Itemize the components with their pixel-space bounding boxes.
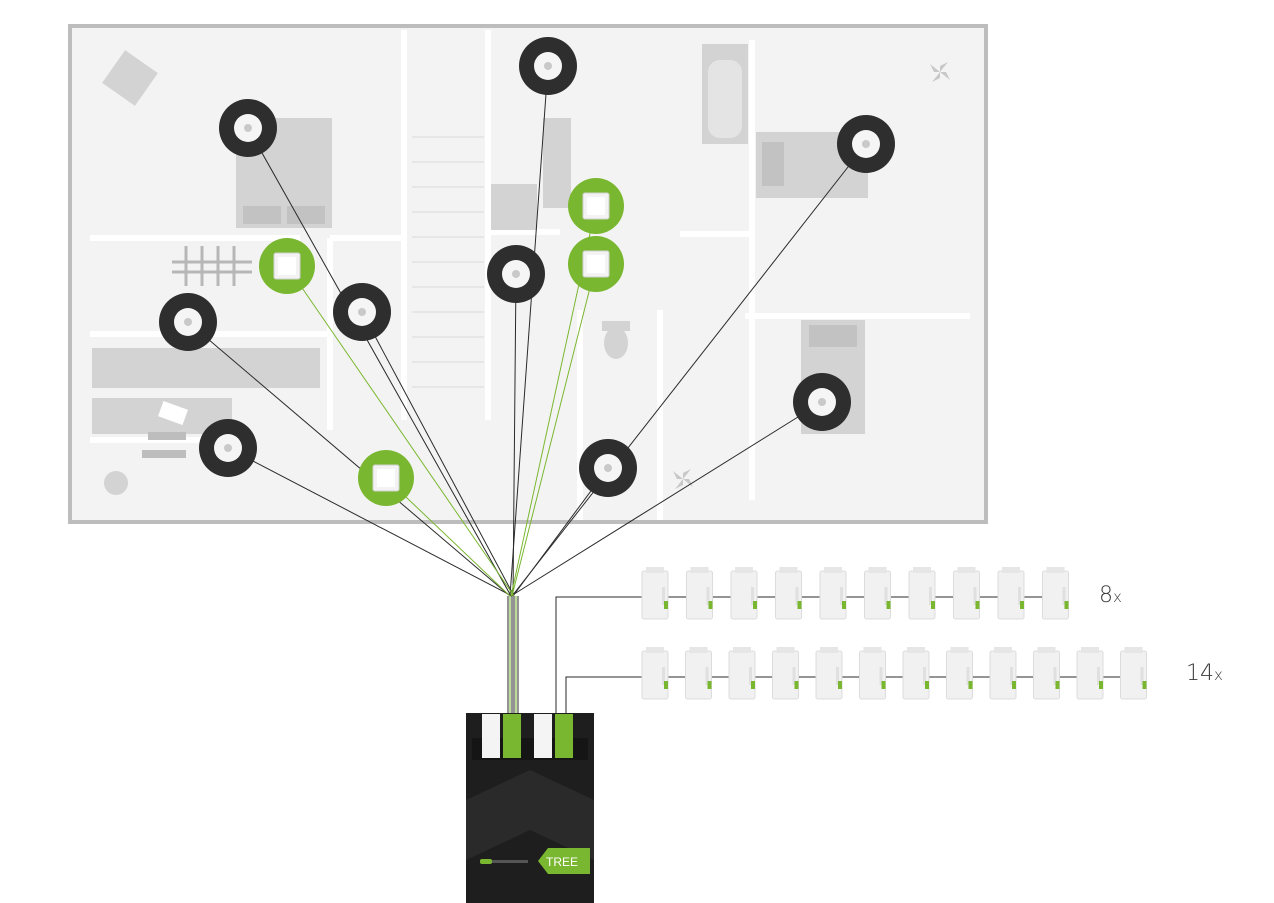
din-module-icon	[1033, 647, 1060, 700]
shower	[491, 184, 537, 230]
count-suffix: x	[1214, 666, 1223, 684]
count-number: 14	[1186, 661, 1214, 686]
module-feed-wire	[555, 596, 642, 714]
motion-sensor-icon	[519, 37, 577, 95]
din-module-icon	[686, 567, 713, 620]
tree-label: TREE	[546, 855, 578, 869]
sensor-wire	[247, 127, 512, 597]
module-count-label: 14x	[1186, 661, 1223, 686]
din-module-icon	[908, 567, 936, 620]
sensor-wire	[510, 401, 823, 597]
plant	[104, 471, 128, 495]
wall-switch-icon	[358, 450, 414, 506]
din-module-icon	[902, 647, 930, 700]
din-module-icon	[815, 647, 843, 700]
din-module-icon	[1076, 647, 1104, 700]
switch-wire	[286, 265, 515, 597]
sensor-wire	[511, 143, 867, 597]
furniture	[92, 44, 868, 495]
motion-sensor-icon	[793, 373, 851, 431]
interior-walls	[90, 30, 970, 520]
count-number: 8	[1099, 583, 1113, 608]
radiator	[172, 246, 252, 286]
din-module-icon	[946, 647, 973, 700]
double-sink	[543, 118, 571, 208]
module-rows	[555, 567, 1147, 714]
tree-label-tag	[538, 848, 590, 874]
din-module-icon	[953, 567, 980, 620]
din-module-icon	[1120, 647, 1147, 700]
sensor-wire	[509, 65, 549, 597]
din-module-icon	[864, 567, 891, 620]
tree-controller: TREE	[466, 713, 594, 903]
motion-sensor-icon	[579, 439, 637, 497]
din-module-icon	[819, 567, 847, 620]
motion-sensor-icon	[333, 283, 391, 341]
din-module-icon	[685, 647, 712, 700]
ceiling-fan-icon	[673, 469, 693, 489]
din-module-icon	[728, 647, 756, 700]
din-module-icon	[989, 647, 1017, 700]
sensor-wire	[227, 447, 513, 597]
motion-sensor-icon	[159, 293, 217, 351]
terminal-white	[482, 714, 500, 758]
din-module-icon	[859, 647, 886, 700]
kitchen-counter	[92, 348, 320, 388]
wall-switch-icon	[568, 178, 624, 234]
sensor-wire	[187, 321, 511, 597]
din-module-icon	[1042, 567, 1069, 620]
din-module-icon	[997, 567, 1025, 620]
switch-wire	[385, 477, 511, 597]
toilet	[604, 327, 628, 359]
din-module-icon	[641, 567, 669, 620]
motion-sensor-icon	[199, 419, 257, 477]
module-count-label: 8x	[1099, 583, 1122, 608]
terminal-green	[555, 714, 573, 758]
terminal-white	[534, 714, 552, 758]
terminal-green	[503, 714, 521, 758]
sensor-wire	[361, 311, 515, 597]
switch-wire	[511, 263, 597, 597]
sensor-layer	[159, 37, 895, 506]
din-module-icon	[772, 647, 799, 700]
wiring	[187, 65, 867, 714]
din-module-icon	[641, 647, 669, 700]
armchair	[102, 50, 158, 106]
din-module-icon	[775, 567, 802, 620]
module-feed-wire	[565, 676, 642, 714]
sensor-wire	[512, 273, 517, 597]
ceiling-fan-icon	[930, 62, 950, 82]
motion-sensor-icon	[487, 245, 545, 303]
wall-switch-icon	[259, 238, 315, 294]
motion-sensor-icon	[219, 99, 277, 157]
laptop	[158, 401, 188, 425]
count-suffix: x	[1113, 588, 1122, 606]
staircase	[412, 136, 484, 388]
din-module-icon	[730, 567, 758, 620]
motion-sensor-icon	[837, 115, 895, 173]
screwdriver-icon	[480, 859, 528, 864]
wall-switch-icon	[568, 236, 624, 292]
